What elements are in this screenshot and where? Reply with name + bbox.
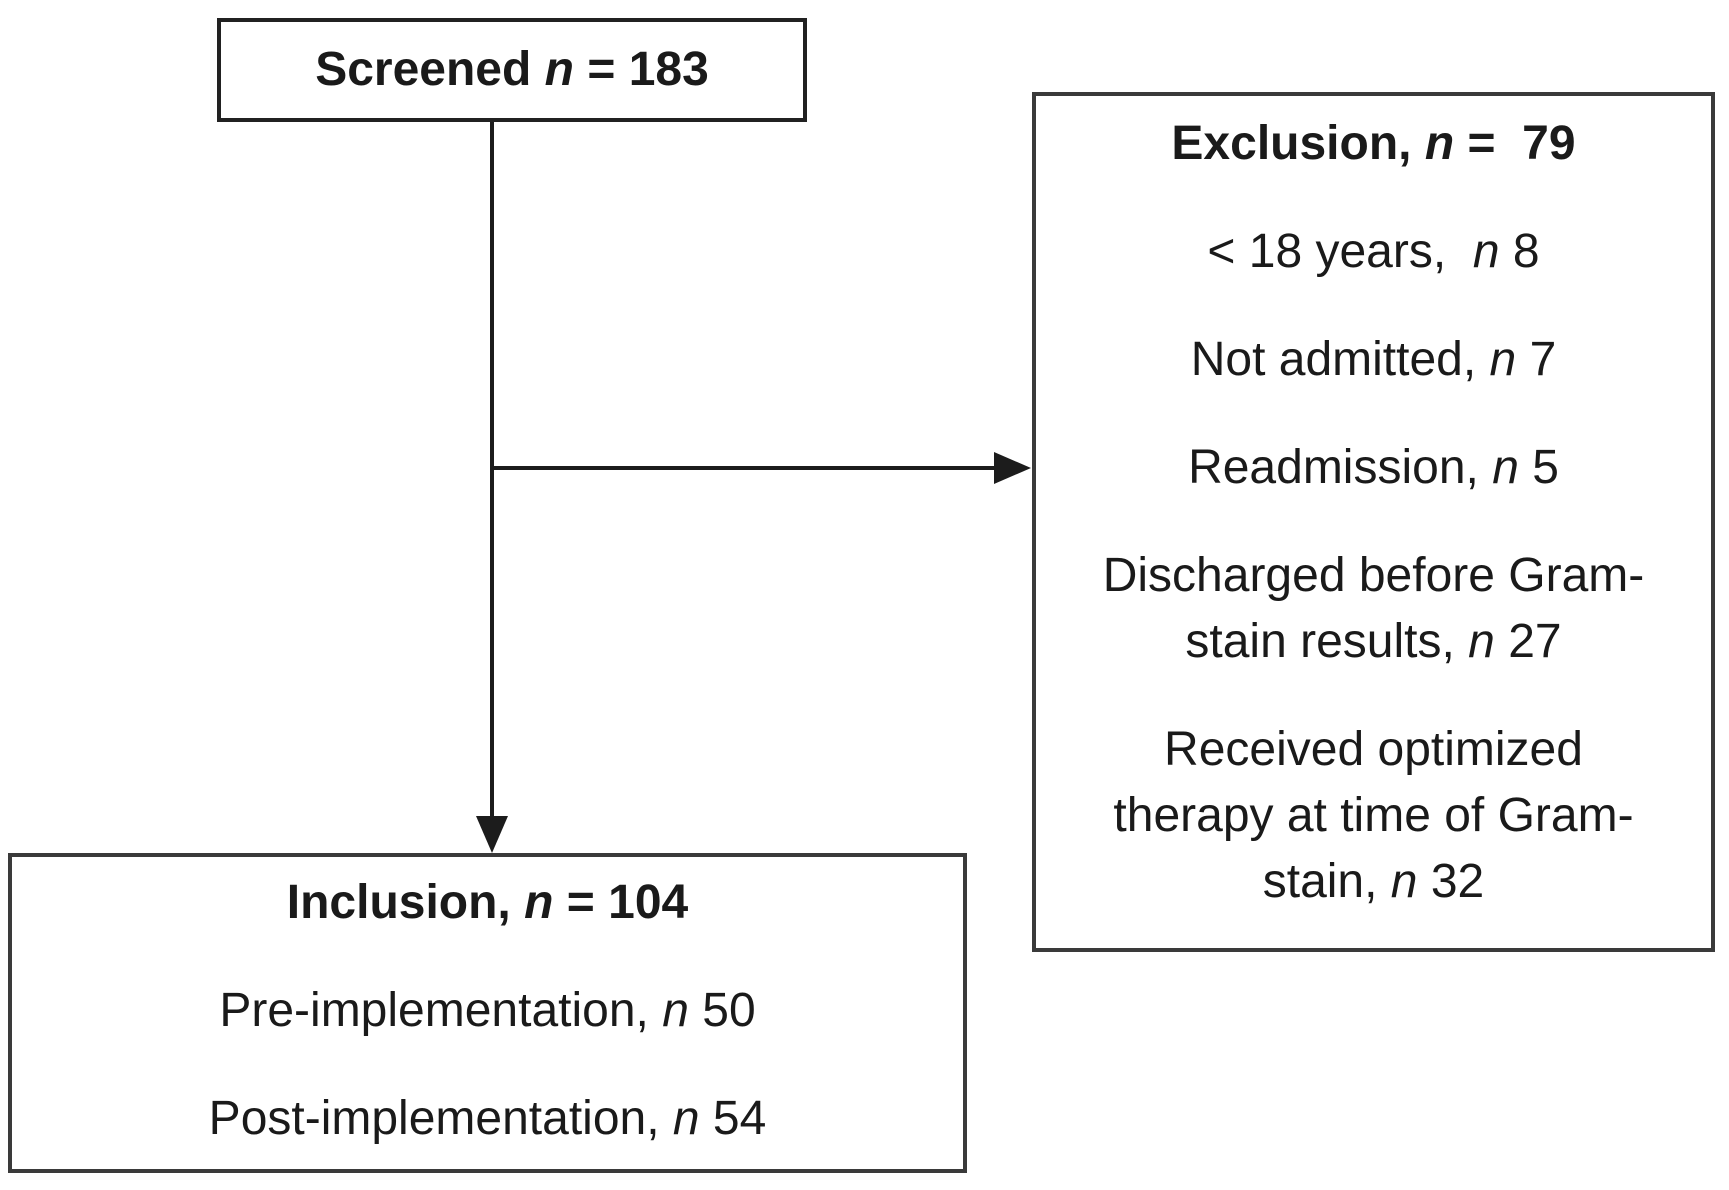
item-n: n	[1489, 333, 1517, 386]
arrow-right	[492, 452, 1031, 484]
arrow-down	[476, 122, 508, 853]
exclusion-title-text: Exclusion,	[1171, 117, 1425, 170]
inclusion-item-post-implementation: Post-implementation, n 54	[209, 1086, 767, 1152]
exclusion-item-not-admitted: Not admitted, n 7	[1191, 327, 1557, 393]
item-count: 27	[1494, 615, 1562, 668]
item-n: n	[662, 984, 689, 1037]
screened-box: Screened n = 183	[217, 18, 807, 122]
item-text: Pre-implementation,	[219, 984, 663, 1037]
exclusion-item-line: therapy at time of Gram-	[1113, 783, 1633, 849]
screened-title-text: Screened	[315, 43, 545, 96]
item-n: n	[1390, 855, 1418, 908]
item-n: n	[1472, 225, 1500, 278]
item-n: n	[672, 1092, 700, 1145]
exclusion-item-optimized-therapy: Received optimized therapy at time of Gr…	[1113, 717, 1633, 915]
exclusion-box: Exclusion, n = 79 < 18 years, n 8 Not ad…	[1032, 92, 1715, 952]
exclusion-item-line: stain results, n 27	[1103, 609, 1645, 675]
item-count: 8	[1499, 225, 1540, 278]
item-count: 5	[1518, 441, 1559, 494]
exclusion-item-line: Received optimized	[1113, 717, 1633, 783]
item-count: 54	[699, 1092, 767, 1145]
inclusion-title: Inclusion, n = 104	[287, 870, 688, 936]
inclusion-box: Inclusion, n = 104 Pre-implementation, n…	[8, 853, 967, 1173]
exclusion-item-line: Readmission, n 5	[1188, 435, 1559, 501]
exclusion-item-readmission: Readmission, n 5	[1188, 435, 1559, 501]
item-n: n	[1468, 615, 1495, 668]
item-count: 7	[1516, 333, 1557, 386]
exclusion-title: Exclusion, n = 79	[1171, 111, 1575, 177]
exclusion-title-n: n	[1424, 117, 1455, 170]
inclusion-item-line: Pre-implementation, n 50	[219, 978, 755, 1044]
exclusion-title-count: = 79	[1454, 117, 1576, 170]
screened-title: Screened n = 183	[315, 37, 709, 103]
exclusion-item-under-18: < 18 years, n 8	[1207, 219, 1539, 285]
exclusion-item-line: Discharged before Gram-	[1103, 543, 1645, 609]
item-text: Post-implementation,	[208, 1092, 673, 1145]
item-text: Not admitted,	[1190, 333, 1490, 386]
item-count: 32	[1417, 855, 1485, 908]
exclusion-item-discharged: Discharged before Gram- stain results, n…	[1103, 543, 1645, 675]
exclusion-item-line: Not admitted, n 7	[1191, 327, 1557, 393]
inclusion-title-count: = 104	[553, 876, 689, 929]
item-text: therapy at time of Gram-	[1113, 789, 1634, 842]
inclusion-title-n: n	[524, 876, 554, 929]
item-text: Discharged before Gram-	[1102, 549, 1645, 602]
exclusion-item-line: < 18 years, n 8	[1207, 219, 1539, 285]
item-text: Readmission,	[1188, 441, 1493, 494]
item-text: stain results,	[1185, 615, 1469, 668]
item-text: stain,	[1262, 855, 1391, 908]
exclusion-item-line: stain, n 32	[1113, 849, 1633, 915]
inclusion-item-line: Post-implementation, n 54	[209, 1086, 767, 1152]
item-text: < 18 years,	[1207, 225, 1473, 278]
inclusion-title-text: Inclusion,	[286, 876, 525, 929]
item-count: 50	[688, 984, 756, 1037]
item-text: Received optimized	[1164, 723, 1583, 776]
item-n: n	[1492, 441, 1519, 494]
inclusion-item-pre-implementation: Pre-implementation, n 50	[219, 978, 755, 1044]
screened-title-count: = 183	[573, 43, 709, 96]
screened-title-n: n	[544, 43, 574, 96]
